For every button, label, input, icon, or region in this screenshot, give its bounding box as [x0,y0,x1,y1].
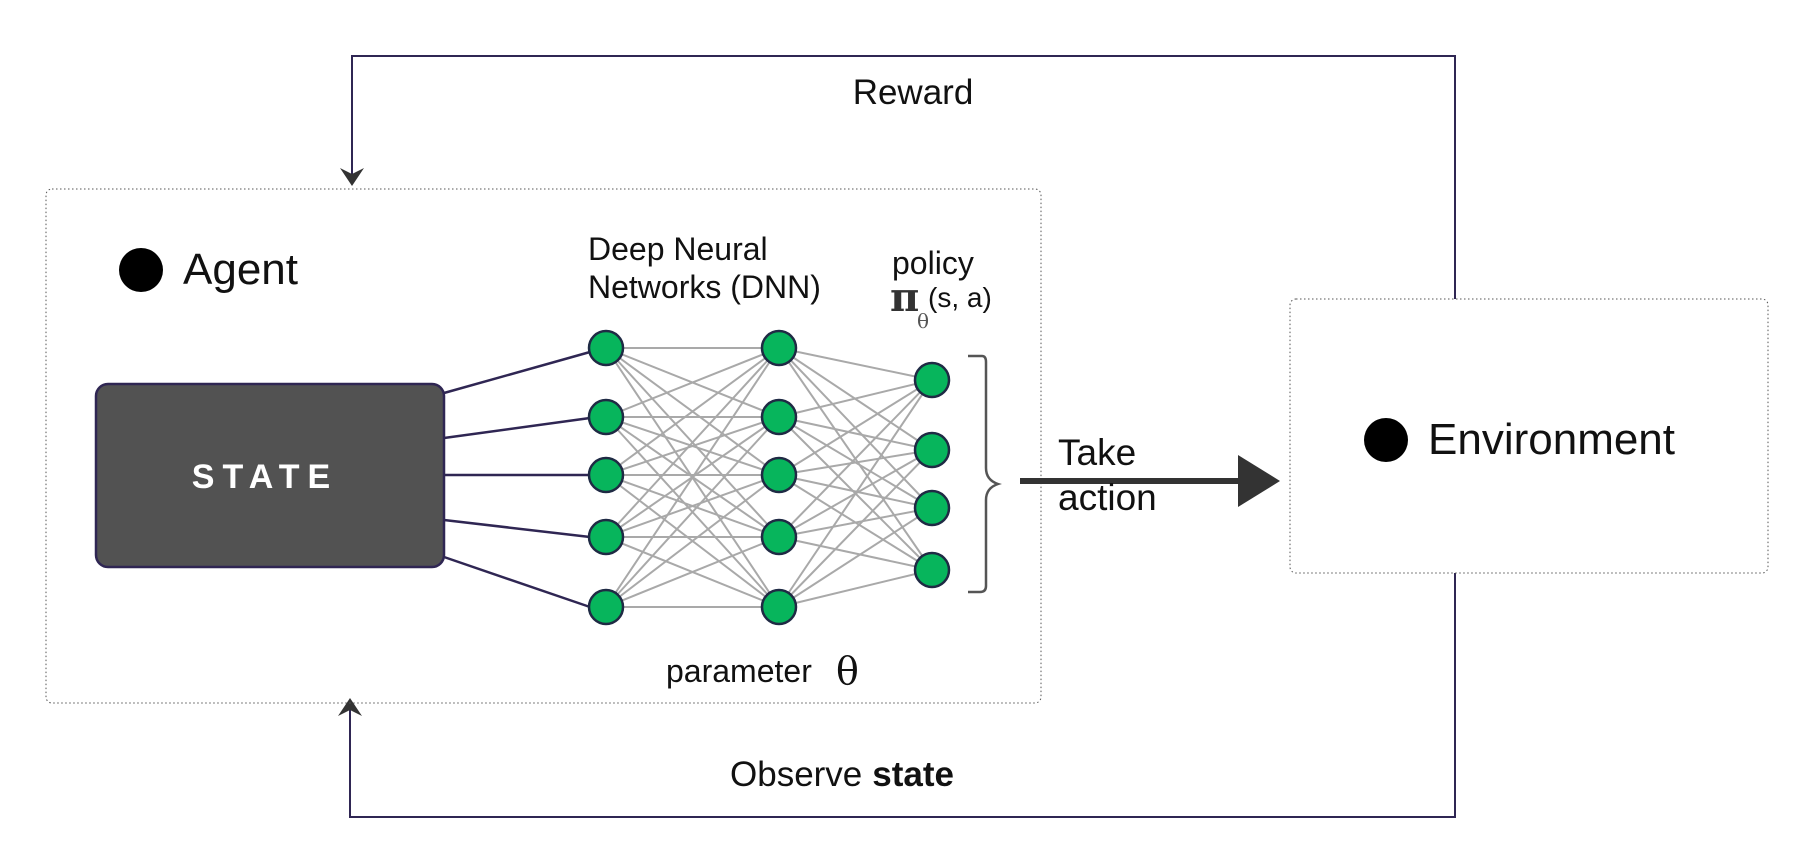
environment-container [1289,298,1769,574]
network-edge [605,536,780,608]
feedback-loop [349,55,1456,818]
take-action-label-line2: action [1058,477,1157,518]
environment-marker-icon [1364,418,1408,462]
parameter-label: parameter [666,653,812,689]
input-node [587,588,625,626]
take-action-label-line1: Take [1058,432,1136,473]
network-edge [605,347,780,476]
network-edge [778,474,933,509]
network-edge [605,347,780,418]
state-connectors [443,350,591,609]
network-edge [778,379,933,608]
network-edge [778,536,933,571]
observe-loop-line [349,573,1456,818]
network-edge [778,507,933,608]
network-edge [778,379,933,476]
network-edge [778,347,933,381]
network-edge [778,507,933,538]
hidden-node [760,456,798,494]
pi-symbol: π [890,274,919,321]
state-connector [443,518,591,539]
observe-arrowhead [338,698,362,716]
state-box-label: STATE [192,458,338,496]
observe-label: Observe [730,755,862,794]
hidden-node [760,588,798,626]
network-edge [778,449,933,476]
network-edge [778,379,933,418]
network-edge [605,347,780,608]
reward-arrowhead [340,168,364,186]
agent-title: Agent [183,245,298,294]
network-edge [605,347,780,538]
network-nodes [587,329,951,626]
reward-label: Reward [853,73,974,112]
theta-symbol: θ [836,649,859,693]
agent-marker-icon [119,248,163,292]
network-edge [605,416,780,608]
state-connector [443,555,591,609]
observe-state-bold: state [872,755,954,794]
observe-state-label: Observe state [730,755,954,794]
network-edge [605,416,780,476]
hidden-node [760,518,798,556]
network-edge [778,449,933,608]
network-edge [778,569,933,608]
dnn-label-line1: Deep Neural [588,231,768,267]
reward-loop-line [351,55,1456,299]
output-node [913,431,951,469]
input-node [587,518,625,556]
state-connector [443,416,591,440]
pi-subscript: θ [917,309,929,333]
state-connector [443,350,591,395]
output-bracket [968,354,1002,594]
take-action-arrowhead [1238,455,1280,507]
output-node [913,551,951,589]
network-edges [605,347,933,608]
input-node [587,398,625,436]
policy-label: policy [892,245,974,281]
network-edge [605,474,780,608]
hidden-node [760,398,798,436]
input-node [587,329,625,367]
environment-title: Environment [1428,415,1675,464]
input-node [587,456,625,494]
pi-args: (s, a) [928,282,992,313]
output-node [913,361,951,399]
hidden-node [760,329,798,367]
state-box [94,382,446,569]
network-edge [778,416,933,451]
output-node [913,489,951,527]
dnn-label-line2: Networks (DNN) [588,269,821,305]
network-edge [605,474,780,538]
network-edge [778,379,933,538]
